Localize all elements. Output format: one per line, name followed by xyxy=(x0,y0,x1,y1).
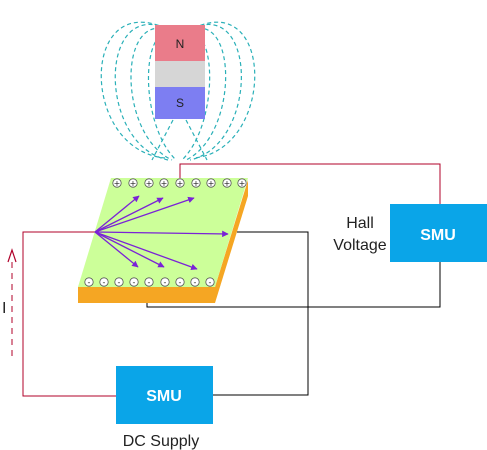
supply-smu-label: SMU xyxy=(146,388,182,405)
current-label: I xyxy=(2,300,6,317)
north-pole-label: N xyxy=(176,37,185,51)
negative-charge-marker xyxy=(175,277,185,287)
positive-charge-marker xyxy=(237,178,247,188)
positive-charge-marker xyxy=(191,178,201,188)
positive-charge-marker xyxy=(159,178,169,188)
positive-charge-sign: + xyxy=(177,179,184,188)
positive-charge-marker xyxy=(128,178,138,188)
dc-supply-smu: SMU xyxy=(116,366,213,424)
negative-charge-sign: - xyxy=(209,278,212,287)
magnet-south-pole xyxy=(155,87,205,119)
positive-charge-marker xyxy=(175,178,185,188)
negative-charge-marker xyxy=(160,277,170,287)
south-pole-label: S xyxy=(176,96,184,110)
negative-charge-marker xyxy=(84,277,94,287)
positive-charges: + + + + + + + + + xyxy=(112,178,247,188)
negative-charge-marker xyxy=(190,277,200,287)
negative-charge-sign: - xyxy=(118,278,121,287)
positive-charge-marker xyxy=(222,178,232,188)
positive-charge-sign: + xyxy=(193,179,200,188)
negative-charge-sign: - xyxy=(103,278,106,287)
bar-magnet: N S xyxy=(155,25,205,119)
positive-charge-sign: + xyxy=(146,179,153,188)
negative-charge-marker xyxy=(114,277,124,287)
negative-charge-sign: - xyxy=(164,278,167,287)
negative-charges: --------- xyxy=(84,277,215,287)
positive-charge-sign: + xyxy=(239,179,246,188)
negative-charge-sign: - xyxy=(148,278,151,287)
positive-charge-sign: + xyxy=(130,179,137,188)
hall-smu-label: SMU xyxy=(420,227,456,244)
hall-caption-line1: Hall xyxy=(346,215,374,232)
red-wires xyxy=(22,163,441,397)
positive-charge-sign: + xyxy=(208,179,215,188)
positive-charge-marker xyxy=(206,178,216,188)
negative-charge-sign: - xyxy=(133,278,136,287)
negative-charge-sign: - xyxy=(194,278,197,287)
negative-charge-sign: - xyxy=(179,278,182,287)
hall-smu-box xyxy=(390,204,487,262)
plate-side xyxy=(78,287,215,303)
positive-charge-sign: + xyxy=(224,179,231,188)
supply-smu-box xyxy=(116,366,213,424)
dc-supply-caption: DC Supply xyxy=(123,433,199,450)
deflection-vectors xyxy=(94,195,229,271)
hall-caption-line2: Voltage xyxy=(333,237,386,254)
positive-charge-marker xyxy=(144,178,154,188)
negative-charge-marker xyxy=(144,277,154,287)
magnet-north-pole xyxy=(155,25,205,61)
negative-charge-sign: - xyxy=(88,278,91,287)
positive-charge-sign: + xyxy=(161,179,168,188)
positive-charge-sign: + xyxy=(114,179,121,188)
dashed-arrow-up-icon xyxy=(7,248,17,356)
negative-charge-marker xyxy=(205,277,215,287)
magnet-middle xyxy=(155,61,205,87)
plate-side-right xyxy=(215,180,248,303)
positive-charge-marker xyxy=(112,178,122,188)
negative-charge-marker xyxy=(99,277,109,287)
hall-voltage-smu: SMU xyxy=(390,204,487,262)
negative-charge-marker xyxy=(129,277,139,287)
